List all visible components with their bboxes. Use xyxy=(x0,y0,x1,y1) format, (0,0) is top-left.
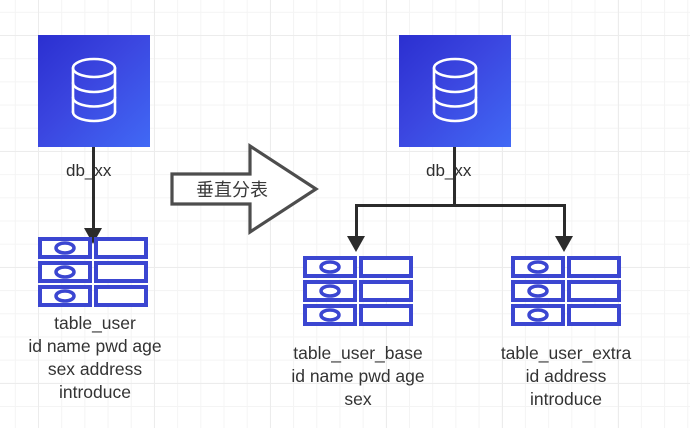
target-connector-branch-right xyxy=(563,204,566,239)
target-table-1-columns-line2: sex xyxy=(344,389,372,409)
target-connector-trunk xyxy=(453,147,456,207)
table-rows-icon xyxy=(38,237,148,307)
target-connector-bus xyxy=(355,204,566,207)
target-branch-right-arrowhead xyxy=(555,236,573,252)
transform-block-arrow xyxy=(170,143,320,235)
source-table-columns-line3: introduce xyxy=(59,382,131,402)
table-rows-icon xyxy=(511,256,621,326)
block-arrow-right-icon xyxy=(170,143,319,235)
source-database-icon-tile xyxy=(38,35,150,147)
target-table-2-columns-line2: introduce xyxy=(530,389,602,409)
target-table-1-icon xyxy=(303,256,413,328)
source-table-icon xyxy=(38,237,148,309)
source-connector-line xyxy=(92,147,95,235)
source-table-name: table_user xyxy=(54,313,136,333)
target-db-label: db_xx xyxy=(426,161,472,180)
source-table-columns-line1: id name pwd age xyxy=(28,336,162,356)
database-cylinder-icon xyxy=(71,57,117,123)
target-table-1-name: table_user_base xyxy=(293,343,423,363)
transform-label: 垂直分表 xyxy=(196,180,268,200)
target-table-2-name: table_user_extra xyxy=(500,343,632,363)
target-table-2-columns-line1: id address xyxy=(525,366,607,386)
source-table-columns-line2: sex address xyxy=(47,359,143,379)
source-db-label: db_xx xyxy=(66,161,112,180)
target-connector-branch-left xyxy=(355,204,358,239)
database-cylinder-icon xyxy=(432,57,478,123)
target-branch-left-arrowhead xyxy=(347,236,365,252)
target-table-1-columns-line1: id name pwd age xyxy=(291,366,425,386)
target-table-2-icon xyxy=(511,256,621,328)
target-database-icon-tile xyxy=(399,35,511,147)
table-rows-icon xyxy=(303,256,413,326)
